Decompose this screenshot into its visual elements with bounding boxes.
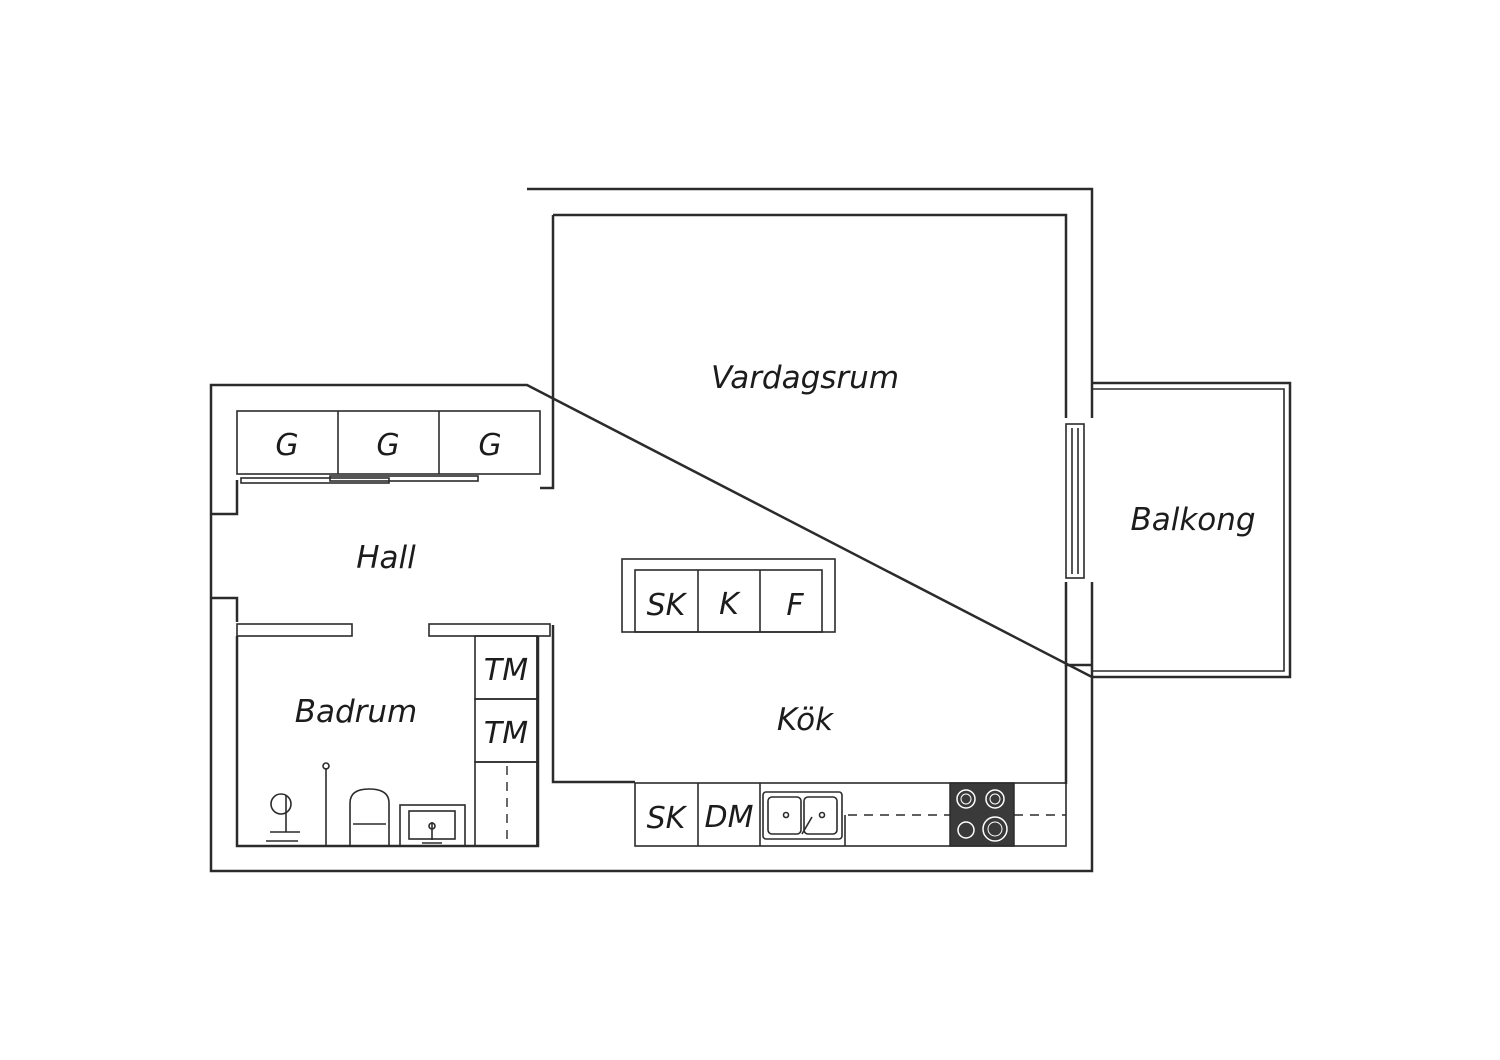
kitchen-island: SK K F <box>621 558 836 633</box>
balcony-window <box>1065 423 1085 579</box>
balcony <box>1092 381 1292 679</box>
kitchen-sink-icon <box>762 791 843 840</box>
wardrobe-label-1: G <box>275 428 298 463</box>
shower-icon <box>266 762 330 846</box>
room-label-living-room: Vardagsrum <box>711 360 899 396</box>
stove-icon <box>949 782 1015 847</box>
wardrobe-label-3: G <box>478 428 501 463</box>
laundry-label-2: TM <box>484 716 528 751</box>
room-label-kitchen: Kök <box>777 702 834 738</box>
room-label-hall: Hall <box>356 540 416 576</box>
wardrobe-label-2: G <box>376 428 399 463</box>
kitchen-counter: SK DM <box>634 782 1067 847</box>
room-label-balcony: Balkong <box>1130 502 1255 538</box>
wardrobes: G G G <box>236 410 541 484</box>
island-label-3: F <box>786 588 804 623</box>
laundry-label-1: TM <box>484 653 528 688</box>
inner-walls <box>211 213 1092 784</box>
laundry-units: TM TM <box>474 635 538 847</box>
outer-walls <box>209 187 1094 873</box>
toilet-icon <box>349 788 390 846</box>
counter-label-1: SK <box>647 801 688 836</box>
counter-label-2: DM <box>705 800 754 835</box>
island-label-2: K <box>719 587 741 622</box>
sink-icon <box>399 804 466 847</box>
island-label-1: SK <box>647 588 688 623</box>
room-label-bathroom: Badrum <box>295 694 418 730</box>
